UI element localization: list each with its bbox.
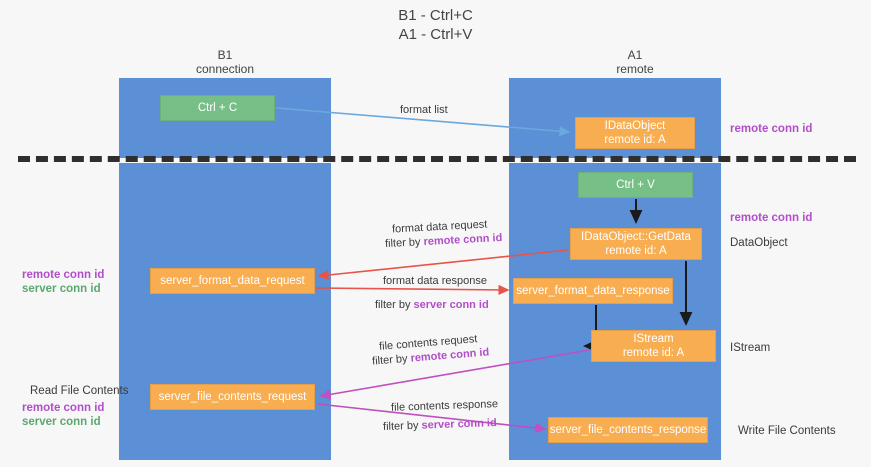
- annotation-write-file-contents: Write File Contents: [738, 425, 836, 437]
- annotation-dataobject: DataObject: [730, 237, 788, 249]
- filter-prefix: filter by: [384, 236, 424, 251]
- node-ctrl-c[interactable]: Ctrl + C: [160, 95, 275, 121]
- node-ctrl-c-label: Ctrl + C: [197, 102, 238, 114]
- node-server-format-data-request[interactable]: server_format_data_request: [150, 268, 315, 294]
- filter-prefix: filter by: [371, 352, 412, 368]
- node-ctrl-v-label: Ctrl + V: [616, 179, 655, 191]
- title-line-1: B1 - Ctrl+C: [398, 7, 473, 24]
- lane-b1-bottom: [119, 163, 331, 460]
- column-b1-name: B1: [217, 48, 233, 62]
- annotation-left-remote-conn-id: remote conn id: [22, 269, 105, 281]
- annotation-remote-conn-id-mid: remote conn id: [730, 212, 813, 224]
- edge-label-file-contents-response-filter: filter by server conn id: [383, 416, 497, 434]
- edge-label-file-contents-response: file contents response: [390, 398, 499, 414]
- annotation-left-server-conn-id: server conn id: [22, 283, 101, 295]
- annotation-left-conn-ids: remote conn id server conn id: [22, 268, 104, 296]
- node-server-format-data-response-label: server_format_data_response: [516, 285, 670, 297]
- filter-key-server-conn-id: server conn id: [413, 299, 489, 311]
- filter-prefix: filter by: [375, 299, 414, 311]
- node-istream-line1: IStream: [633, 333, 674, 345]
- column-a1-role: remote: [616, 62, 654, 76]
- node-istream[interactable]: IStream remote id: A: [591, 330, 716, 362]
- node-server-file-contents-response[interactable]: server_file_contents_response: [548, 417, 708, 443]
- edge-label-format-data-response-filter: filter by server conn id: [375, 298, 489, 312]
- node-getdata-line1: IDataObject::GetData: [581, 231, 691, 243]
- filter-key-remote-conn-id: remote conn id: [423, 231, 503, 249]
- lane-a1-bottom: [509, 163, 721, 460]
- node-idataobject-line1: IDataObject: [604, 120, 666, 132]
- annotation-read-file-contents: Read File Contents: [30, 385, 129, 397]
- column-header-b1: B1 connection: [150, 48, 300, 76]
- node-getdata-line2: remote id: A: [605, 245, 667, 257]
- node-server-format-data-response[interactable]: server_format_data_response: [513, 278, 673, 304]
- node-idataobject-line2: remote id: A: [604, 134, 666, 146]
- node-server-file-contents-response-label: server_file_contents_response: [549, 424, 707, 436]
- node-istream-line2: remote id: A: [622, 347, 685, 359]
- annotation-remote-conn-id-top: remote conn id: [730, 123, 813, 135]
- edge-format-data-response: [315, 284, 510, 296]
- node-idataobject[interactable]: IDataObject remote id: A: [575, 117, 695, 149]
- filter-key-server-conn-id: server conn id: [421, 417, 497, 432]
- column-a1-name: A1: [627, 48, 643, 62]
- column-b1-role: connection: [195, 62, 255, 76]
- node-server-file-contents-request[interactable]: server_file_contents_request: [150, 384, 315, 410]
- annotation-istream: IStream: [730, 342, 771, 354]
- diagram-title: B1 - Ctrl+C A1 - Ctrl+V: [0, 6, 871, 44]
- edge-label-format-data-response: format data response: [383, 275, 487, 287]
- node-server-format-data-request-label: server_format_data_request: [160, 275, 305, 287]
- node-ctrl-v[interactable]: Ctrl + V: [578, 172, 693, 198]
- phase-divider: [18, 156, 856, 162]
- edge-label-format-list: format list: [400, 104, 448, 116]
- node-idataobject-getdata[interactable]: IDataObject::GetData remote id: A: [570, 228, 702, 260]
- title-line-2: A1 - Ctrl+V: [398, 26, 473, 43]
- annotation-left-conn-ids-2: remote conn id server conn id: [22, 401, 104, 429]
- column-header-a1: A1 remote: [560, 48, 710, 76]
- annotation-left-server-conn-id-2: server conn id: [22, 416, 101, 428]
- annotation-left-remote-conn-id-2: remote conn id: [22, 402, 105, 414]
- node-server-file-contents-request-label: server_file_contents_request: [158, 391, 307, 403]
- filter-prefix: filter by: [382, 419, 422, 433]
